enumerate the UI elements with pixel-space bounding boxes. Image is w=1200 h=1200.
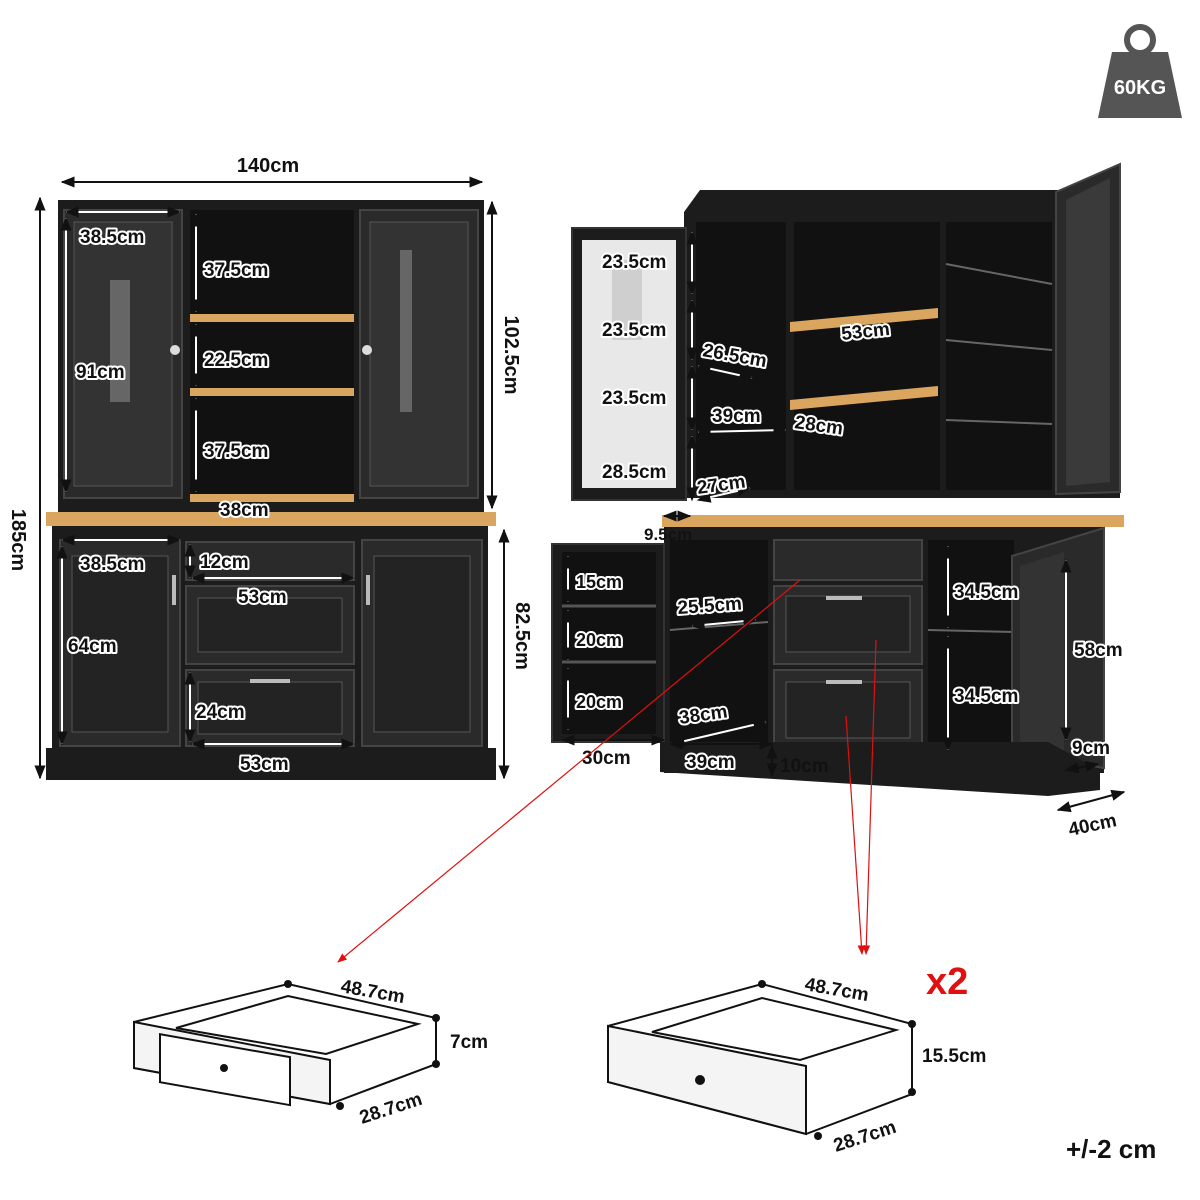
label-top-mid-lower: 37.5cm xyxy=(204,441,268,462)
label-door-rack-1: 15cm xyxy=(576,572,622,592)
label-bottom-left-height: 64cm xyxy=(68,636,117,657)
label-drawer-top-height: 12cm xyxy=(200,552,249,573)
weight-icon: 60KG xyxy=(1098,24,1182,118)
open-cabinet xyxy=(551,162,1124,796)
label-door-width: 30cm xyxy=(582,748,631,769)
label-door-shelf-4: 28.5cm xyxy=(602,462,666,483)
label-right-rack-depth: 9cm xyxy=(1072,738,1110,759)
label-cab-floor-width: 39cm xyxy=(686,752,735,773)
label-bottom-height: 82.5cm xyxy=(511,602,533,670)
label-mid-shelf-depth: 28cm xyxy=(793,412,844,440)
label-door-shelf-1: 23.5cm xyxy=(602,252,666,273)
label-door-shelf-2: 23.5cm xyxy=(602,320,666,341)
label-top-mid-upper: 37.5cm xyxy=(204,260,268,281)
large-drawer-depth: 28.7cm xyxy=(831,1117,899,1157)
label-total-height: 185cm xyxy=(7,509,29,571)
small-drawer-depth: 28.7cm xyxy=(357,1089,425,1129)
label-right-upper: 34.5cm xyxy=(954,582,1018,603)
large-drawer xyxy=(607,980,916,1140)
large-drawer-height: 15.5cm xyxy=(922,1046,986,1067)
small-drawer-height: 7cm xyxy=(450,1032,488,1053)
label-drawer-lower-height: 24cm xyxy=(196,702,245,723)
front-cabinet xyxy=(46,200,496,780)
tolerance-note: +/-2 cm xyxy=(1066,1134,1156,1164)
label-counter-overhang: 9.5cm xyxy=(644,525,692,544)
label-top-mid-middle: 22.5cm xyxy=(204,350,268,371)
label-right-lower: 34.5cm xyxy=(954,686,1018,707)
front-labels: 140cm 185cm 102.5cm 82.5cm 38.5cm 91cm 3… xyxy=(7,155,533,777)
label-right-door-height: 58cm xyxy=(1074,640,1123,661)
large-drawer-count: x2 xyxy=(926,961,968,1003)
pointer-arrows xyxy=(337,579,877,963)
label-door-rack-2: 20cm xyxy=(576,630,622,650)
label-top-left-width: 38.5cm xyxy=(80,227,144,248)
label-bottom-left-width: 38.5cm xyxy=(80,554,144,575)
label-top-left-height: 91cm xyxy=(76,362,125,383)
small-drawer xyxy=(133,980,440,1110)
open-dimension-lines xyxy=(562,230,1072,752)
label-top-height: 102.5cm xyxy=(500,316,522,395)
label-drawer-lower-width: 53cm xyxy=(240,754,289,775)
label-depth: 40cm xyxy=(1067,810,1119,841)
front-dimension-lines xyxy=(34,176,510,780)
label-base-height: 10cm xyxy=(780,756,829,777)
label-inner-width: 39cm xyxy=(712,406,761,427)
open-outer-dimension-lines xyxy=(560,510,1126,813)
label-hutch-depth: 38cm xyxy=(220,500,269,521)
label-drawer-top-width: 53cm xyxy=(238,587,287,608)
weight-label: 60KG xyxy=(1114,77,1166,99)
label-door-shelf-3: 23.5cm xyxy=(602,388,666,409)
label-width: 140cm xyxy=(237,155,299,177)
label-cab-depth: 25.5cm xyxy=(677,594,743,619)
front-inner-dimension-lines xyxy=(56,206,356,750)
label-door-rack-3: 20cm xyxy=(576,692,622,712)
